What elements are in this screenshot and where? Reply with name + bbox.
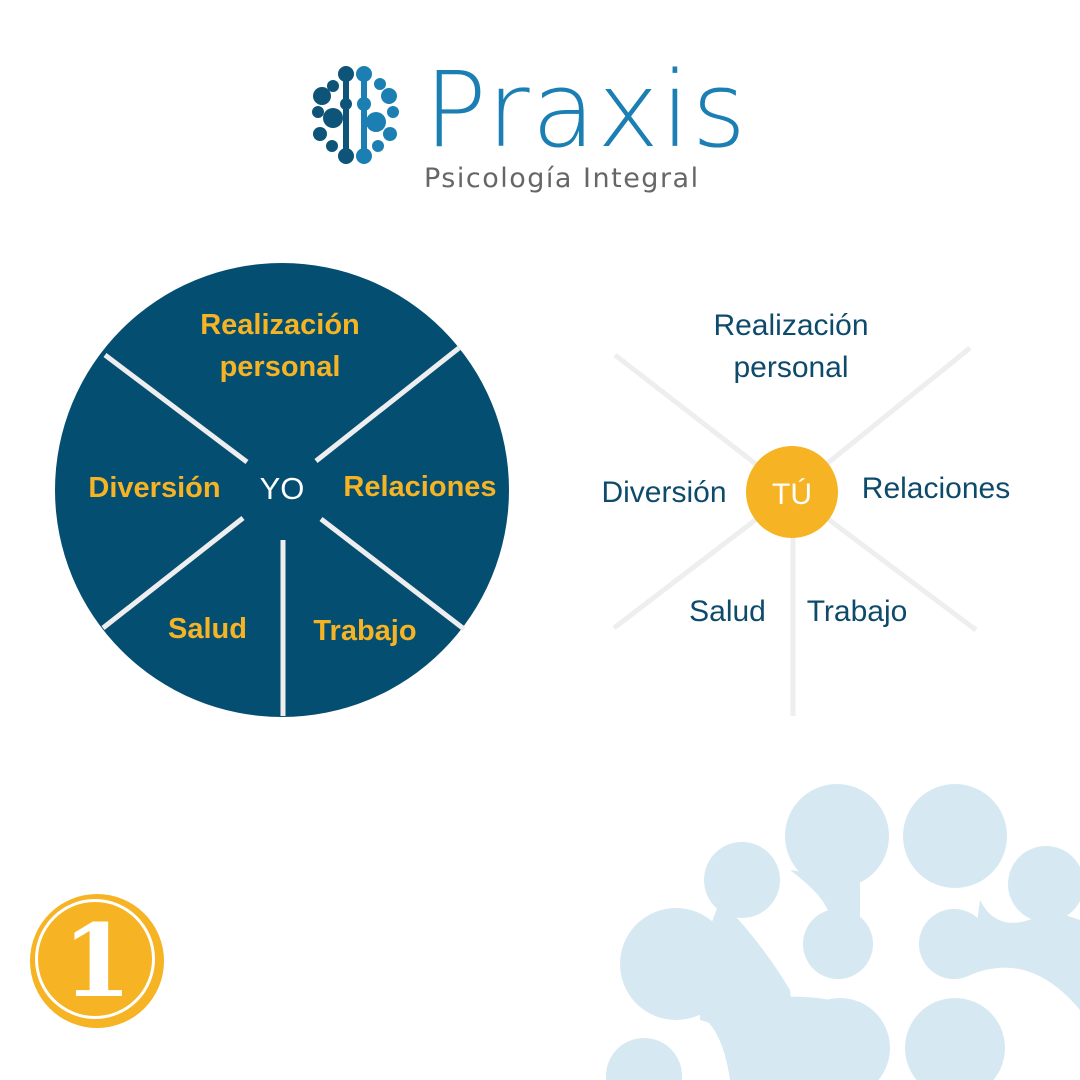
number-badge: 1 [30,894,164,1028]
left-label-top: Realización personal [200,309,360,383]
logo-tagline: Psicología Integral [424,163,700,194]
left-wheel-circle [55,263,509,717]
left-label-left: Diversión [88,472,221,504]
right-label-top: Realización personal [713,309,869,384]
left-label-bottom-right: Trabajo [313,615,417,647]
right-label-left: Diversión [601,476,727,509]
left-center-label: YO [259,471,305,506]
left-label-bottom-left: Salud [168,613,247,645]
logo-wordmark: Praxis [424,49,748,171]
right-center-label: TÚ [772,478,812,511]
badge-number: 1 [62,902,132,1020]
right-label-bottom-left: Salud [689,595,766,628]
left-wheel-dividers [101,346,466,716]
right-label-bottom-right: Trabajo [806,595,908,628]
left-label-right: Relaciones [343,471,497,503]
right-label-right: Relaciones [861,472,1011,505]
right-center-circle [746,446,838,538]
